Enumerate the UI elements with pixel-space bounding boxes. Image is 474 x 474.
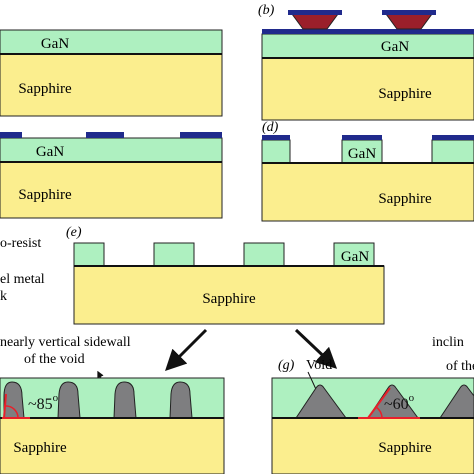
panel-f-void-4 — [169, 381, 193, 419]
panel-b-photoresist-pattern-2 — [382, 10, 436, 30]
panel-e-tag: (e) — [66, 225, 82, 240]
panel-b-sapphire-label: Sapphire — [378, 86, 432, 102]
legend-nickel-metal-label: el metal — [0, 272, 45, 287]
panel-d-tag: (d) — [262, 120, 279, 135]
panel-g: inclin of the (g) Void ~60o Sapphire — [271, 335, 474, 474]
panel-g-note-line1: inclin — [432, 335, 464, 350]
panel-a-sapphire-label: Sapphire — [18, 81, 72, 97]
panel-g-sapphire-label: Sapphire — [378, 440, 432, 456]
panel-g-void-3 — [439, 384, 474, 419]
panel-g-note-line2: of the — [446, 359, 474, 374]
panel-d-gan-mesa-3 — [431, 139, 474, 164]
panel-b-tag: (b) — [258, 3, 275, 18]
panel-d-gan-label: GaN — [348, 146, 376, 162]
panel-g-angle-label: ~60o — [384, 392, 415, 413]
panel-b-gan-layer — [261, 33, 474, 59]
panel-f: nearly vertical sidewall of the void ~85… — [0, 335, 225, 474]
panel-e-gan-mesa-1 — [73, 242, 105, 267]
panel-e-gan-mesa-3 — [243, 242, 285, 267]
panel-e-gan-mesa-2 — [153, 242, 195, 267]
panel-c-sapphire-layer — [0, 161, 223, 219]
panel-b-metal-film — [262, 29, 474, 34]
legend-photoresist-label: o-resist — [0, 236, 41, 251]
panel-e-sapphire-layer — [73, 265, 385, 325]
panel-c-sapphire-label: Sapphire — [18, 187, 72, 203]
process-arrow-e-to-g — [294, 328, 338, 369]
legend: o-resist el metal k — [0, 236, 45, 304]
panel-f-angle-value: ~85 — [28, 396, 53, 413]
panel-f-angle-label: ~85o — [28, 392, 59, 413]
panel-b-photoresist-pattern-1 — [288, 10, 342, 30]
panel-d-gan-mesa-1 — [261, 139, 291, 164]
panel-f-note-line2: of the void — [24, 352, 85, 367]
panel-d-sapphire-layer — [261, 162, 474, 222]
panel-a-gan-label: GaN — [41, 36, 69, 52]
panel-c-nickel-mask-1 — [0, 132, 22, 138]
panel-a-gan-layer — [0, 29, 223, 55]
legend-mask-label: k — [0, 289, 7, 304]
panel-f-angle-marker — [2, 393, 30, 419]
panel-b-sapphire-layer — [261, 57, 474, 121]
panel-f-sapphire-layer — [0, 417, 225, 474]
panel-c-nickel-mask-3 — [180, 132, 222, 138]
panel-b: (b) GaN Sapphire — [258, 3, 474, 121]
panel-f-note-line1: nearly vertical sidewall — [0, 335, 131, 350]
panel-g-void-label: Void — [306, 358, 332, 373]
panel-a-sapphire-layer — [0, 53, 223, 117]
process-arrow-e-to-f — [165, 328, 208, 371]
panel-g-degree-symbol: o — [409, 392, 415, 404]
panel-d-mask-3 — [432, 135, 474, 140]
panel-e: (e) GaN Sapphire — [66, 225, 385, 325]
panel-g-void-2 — [367, 384, 419, 419]
panel-c: GaN Sapphire — [0, 132, 223, 219]
panel-c-gan-layer — [0, 137, 223, 163]
panel-b-gan-label: GaN — [381, 39, 409, 55]
panel-d-mask-1 — [262, 135, 290, 140]
panel-f-degree-symbol: o — [53, 392, 59, 404]
panel-c-gan-label: GaN — [36, 144, 64, 160]
panel-f-sapphire-label: Sapphire — [13, 440, 67, 456]
panel-d-mask-2 — [342, 135, 382, 140]
panel-c-nickel-mask-2 — [86, 132, 124, 138]
panel-g-angle-marker — [358, 387, 420, 419]
panel-e-gan-label: GaN — [341, 249, 369, 265]
panel-f-void-1 — [3, 381, 25, 419]
panel-g-tag: (g) — [278, 358, 295, 373]
panel-e-sapphire-label: Sapphire — [202, 291, 256, 307]
panel-d-sapphire-label: Sapphire — [378, 191, 432, 207]
panel-f-void-3 — [113, 381, 137, 419]
panel-g-angle-value: ~60 — [384, 396, 409, 413]
panel-g-sapphire-layer — [271, 417, 474, 474]
panel-g-void-1 — [295, 384, 347, 419]
panel-a: GaN Sapphire — [0, 29, 223, 117]
panel-f-void-2 — [57, 381, 81, 419]
panel-d: (d) GaN Sapphire — [261, 120, 474, 222]
